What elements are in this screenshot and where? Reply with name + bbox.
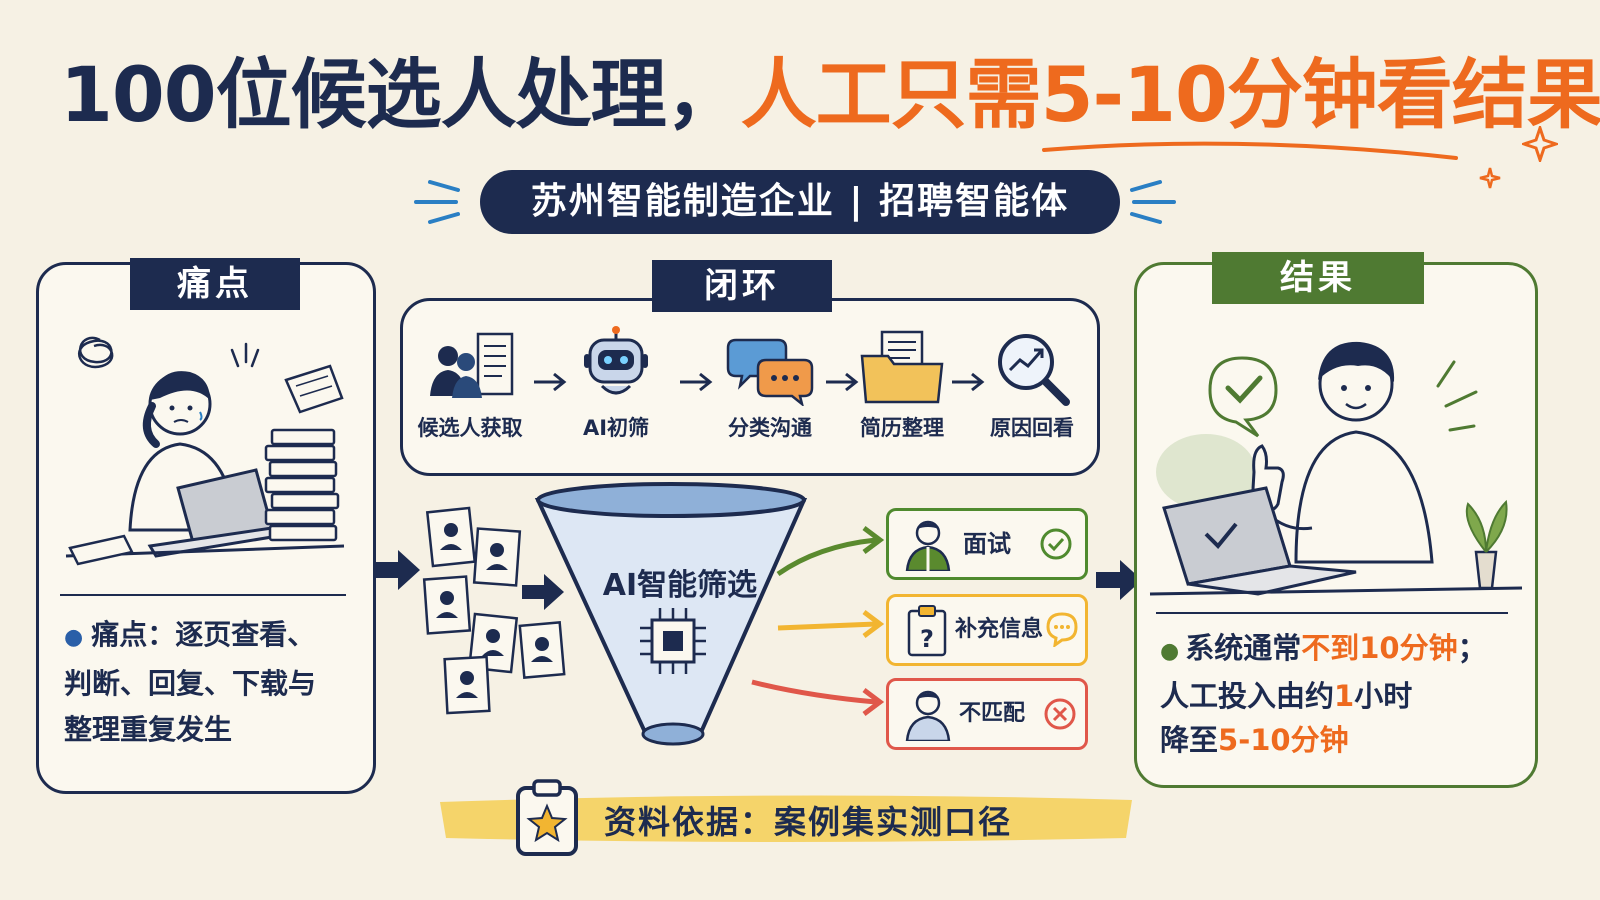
result-highlight: 不到10分钟 <box>1301 631 1458 665</box>
people-docs-icon <box>430 332 514 398</box>
step-classified-communication: 分类沟通 <box>710 326 830 442</box>
clipboard-question-icon: ? <box>907 605 947 657</box>
result-text: 降至 <box>1160 723 1219 757</box>
highlight-band <box>440 795 1132 842</box>
resume-cards-illustration <box>422 506 566 715</box>
step-ai-screening: AI初筛 <box>556 326 676 442</box>
step-candidate-acquisition: 候选人获取 <box>410 326 530 442</box>
step-label: 原因回看 <box>990 416 1074 440</box>
folder-icon <box>860 330 944 404</box>
x-circle-icon <box>1044 698 1076 730</box>
page-title: 100位候选人处理，人工只需5-10分钟看结果 <box>60 40 1600 150</box>
accent-dashes-icon <box>1130 180 1176 224</box>
result-label: 结果 <box>1212 252 1424 304</box>
funnel-label: AI智能筛选 <box>602 568 758 603</box>
title-part-1: 100位候选人处理， <box>60 50 742 139</box>
big-arrow-right-icon <box>374 550 420 590</box>
step-reason-review: 原因回看 <box>972 326 1092 442</box>
loop-label: 闭环 <box>652 260 832 312</box>
outcome-label: 补充信息 <box>955 617 1044 642</box>
outcome-more-info: ? 补充信息 <box>886 594 1088 666</box>
arrow-right-icon <box>826 372 859 392</box>
chat-dots-icon <box>1046 612 1078 647</box>
pain-line-3: 整理重复发生 <box>64 713 233 746</box>
pain-line-2: 判断、回复、下载与 <box>64 667 317 700</box>
result-text: 人工投入由约 <box>1160 679 1335 713</box>
title-underline <box>1042 141 1458 160</box>
step-label: 简历整理 <box>860 416 944 440</box>
svg-text:?: ? <box>920 625 934 653</box>
result-text: 系统通常 <box>1185 631 1302 665</box>
result-text: 小时 <box>1354 679 1413 713</box>
bullet-dot-icon: ● <box>64 625 84 650</box>
result-text: ； <box>1457 631 1487 665</box>
chat-bubbles-icon <box>726 338 814 406</box>
big-arrow-right-icon <box>522 574 564 610</box>
result-description: ●系统通常不到10分钟； 人工投入由约1小时 降至5-10分钟 <box>1160 626 1530 762</box>
stressed-worker-illustration <box>65 336 345 566</box>
pain-line-1: 痛点：逐页查看、 <box>91 618 316 651</box>
title-part-2: 人工只需5-10分钟看结果 <box>740 50 1600 139</box>
branch-arrows <box>751 526 885 716</box>
outcome-label: 面试 <box>963 530 1011 558</box>
robot-icon <box>584 326 648 395</box>
arrow-right-icon <box>952 372 985 392</box>
subtitle-banner: 苏州智能制造企业 | 招聘智能体 <box>480 170 1120 234</box>
accent-dashes-icon <box>414 180 460 224</box>
divider <box>1156 612 1508 614</box>
check-circle-icon <box>1040 528 1072 560</box>
step-label: 候选人获取 <box>417 416 523 440</box>
outcome-label: 不匹配 <box>959 701 1026 726</box>
step-resume-organization: 简历整理 <box>842 326 962 442</box>
sparkle-icon <box>1479 167 1501 189</box>
result-highlight: 5-10分钟 <box>1218 723 1349 757</box>
arrow-right-icon <box>534 372 567 392</box>
person-icon <box>905 520 951 571</box>
pain-description: ● 痛点：逐页查看、 判断、回复、下载与 整理重复发生 <box>64 612 354 753</box>
person-icon <box>905 690 951 741</box>
big-arrow-right-icon <box>1096 560 1142 600</box>
result-highlight: 1 <box>1334 679 1355 713</box>
outcome-mismatch: 不匹配 <box>886 678 1088 750</box>
clipboard-star-icon <box>516 779 578 856</box>
bullet-dot-icon: ● <box>1160 639 1180 664</box>
outcome-interview: 面试 <box>886 508 1088 580</box>
footer-source-note: 资料依据：案例集实测口径 <box>604 803 1013 841</box>
arrow-right-icon <box>680 372 713 392</box>
step-label: 分类沟通 <box>728 416 812 440</box>
divider <box>60 594 346 596</box>
sparkle-icon <box>1522 126 1558 162</box>
pain-label: 痛点 <box>130 258 300 310</box>
funnel-illustration <box>534 482 808 746</box>
happy-worker-illustration <box>1149 341 1523 596</box>
magnifier-chart-icon <box>998 334 1070 406</box>
step-label: AI初筛 <box>582 416 650 440</box>
